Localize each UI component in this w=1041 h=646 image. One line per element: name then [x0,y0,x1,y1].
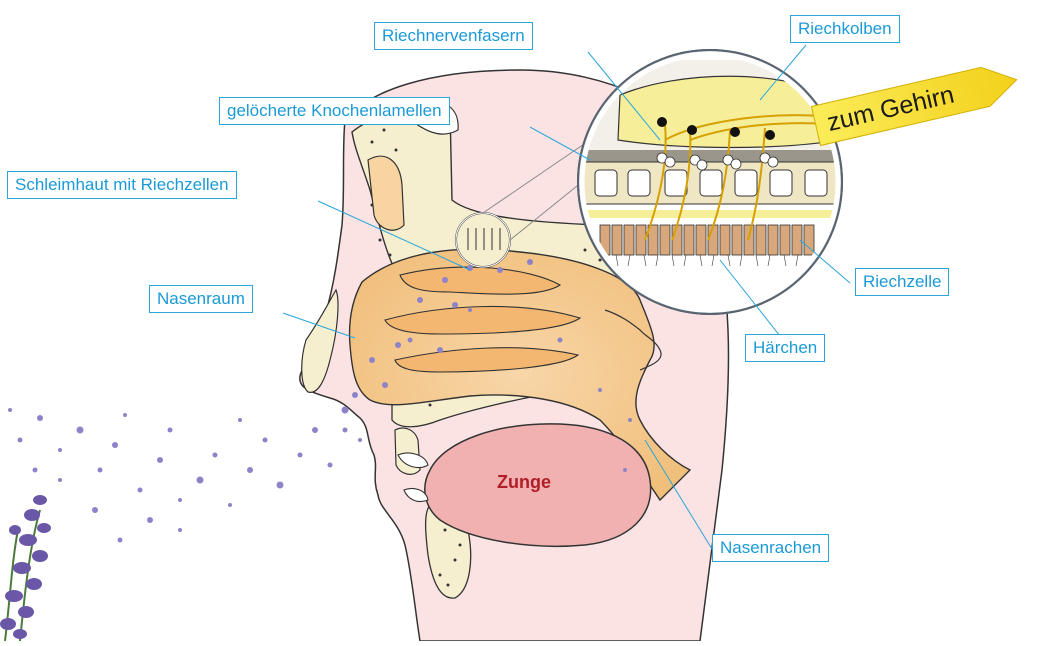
lavender-plant [0,495,51,641]
label-riechzelle: Riechzelle [855,268,949,296]
label-knochenlamellen: gelöcherte Knochenlamellen [219,97,450,125]
label-nasenrachen: Nasenrachen [712,534,829,562]
label-schleimhaut: Schleimhaut mit Riechzellen [7,171,237,199]
label-haerchen: Härchen [745,334,825,362]
label-riechnervenfasern: Riechnervenfasern [374,22,533,50]
label-nasenraum: Nasenraum [149,285,253,313]
label-zunge: Zunge [497,472,551,493]
label-riechkolben: Riechkolben [790,15,900,43]
